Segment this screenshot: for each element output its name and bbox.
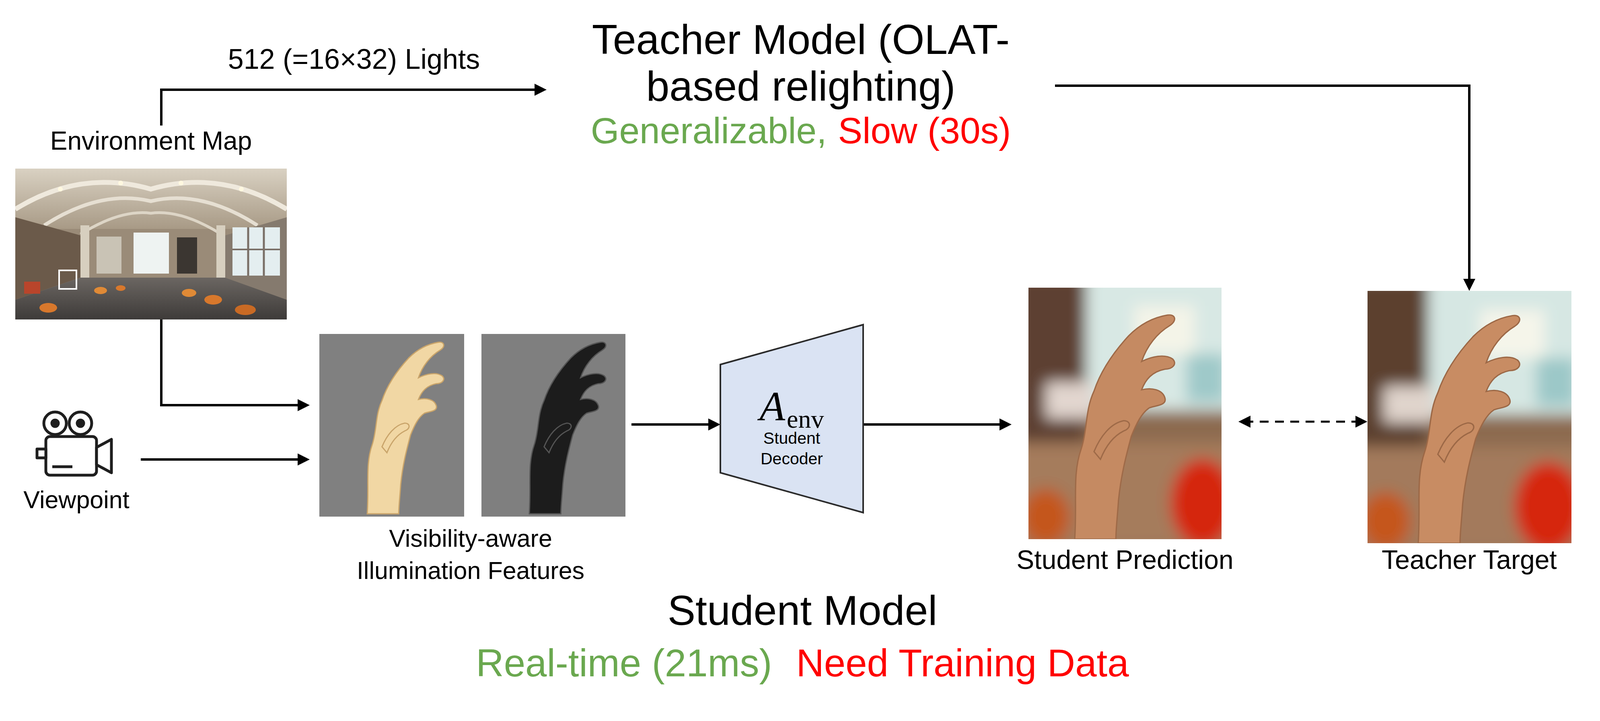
camera-icon [37, 411, 112, 476]
node-label: Visibility-aware Illumination Features [341, 522, 600, 587]
node-label: Slow (30s) [837, 109, 1011, 153]
illumination-feature-image-light [319, 333, 465, 517]
text-row: Environment Map [50, 125, 253, 157]
node-label: Real-time (21ms) [475, 639, 772, 686]
environment-map-panel: Environment Map [15, 125, 287, 320]
text-row: Teacher Target [1381, 542, 1557, 577]
flow-arrow [631, 423, 715, 426]
environment-map-image [15, 168, 287, 320]
node-label: Student Model [667, 585, 938, 636]
teacher-target-panel: Teacher Target [1367, 290, 1572, 580]
decoder-shape [720, 324, 864, 513]
text-row: Aenv [759, 384, 825, 428]
flow-arrow [1055, 85, 1470, 285]
node-label: Teacher Model (OLAT-based relighting) [555, 16, 1047, 110]
text-row: Teacher Model (OLAT-based relighting) [555, 16, 1047, 110]
student-prediction-image [1028, 287, 1222, 539]
node-label: Student Prediction [1016, 542, 1234, 577]
node-label: A [759, 384, 786, 428]
flow-arrow [161, 319, 304, 406]
flow-arrow [863, 423, 1006, 426]
illumination-feature-panel: Visibility-aware Illumination Features [309, 329, 632, 592]
node-label: env [786, 405, 824, 433]
flow-arrow [140, 458, 304, 461]
text-row: Visibility-aware Illumination Features [341, 522, 600, 587]
edge-label: 512 (=16×32) Lights [224, 43, 484, 76]
node-label: Environment Map [50, 125, 253, 157]
text-row: Generalizable,Slow (30s) [590, 109, 1012, 153]
flow-arrow [161, 89, 541, 126]
text-row: Real-time (21ms) Need Training Data [475, 639, 1129, 686]
flow-arrow [1244, 420, 1362, 423]
text-row: Viewpoint [23, 484, 130, 515]
text-row: Student Model [667, 585, 938, 636]
node-label: Generalizable, [590, 109, 827, 153]
teacher-model-block: Teacher Model (OLAT-based relighting)Gen… [546, 16, 1056, 155]
text-row: Student Decoder [747, 427, 837, 470]
viewpoint-box: Viewpoint [12, 404, 141, 519]
student-prediction-panel: Student Prediction [1011, 287, 1239, 580]
node-label: Need Training Data [795, 639, 1129, 686]
illumination-feature-image-dark [481, 333, 626, 517]
student-model-block: Student ModelReal-time (21ms) Need Traini… [440, 585, 1165, 689]
text-row: Student Prediction [1016, 542, 1234, 577]
node-label: Student Decoder [747, 427, 837, 470]
student-decoder-trapezoid: AenvStudent Decoder [720, 324, 864, 513]
node-label: Teacher Target [1381, 542, 1557, 577]
teacher-target-image [1367, 290, 1572, 543]
node-label: Viewpoint [23, 484, 130, 515]
